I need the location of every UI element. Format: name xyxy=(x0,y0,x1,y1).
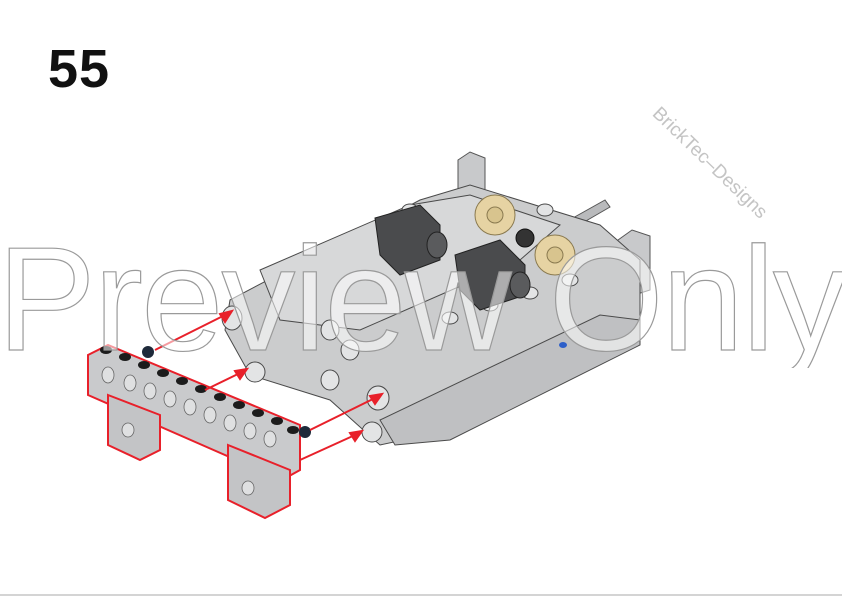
dark-couplers xyxy=(374,204,531,311)
beam-holes xyxy=(101,366,277,496)
blue-pin xyxy=(559,342,567,348)
black-pins xyxy=(142,346,311,438)
assembly-arrows xyxy=(154,309,385,461)
step-number: 55 xyxy=(48,39,111,99)
tan-gears xyxy=(474,194,576,276)
beam-studs xyxy=(100,346,299,434)
page-bottom-border xyxy=(0,594,842,596)
